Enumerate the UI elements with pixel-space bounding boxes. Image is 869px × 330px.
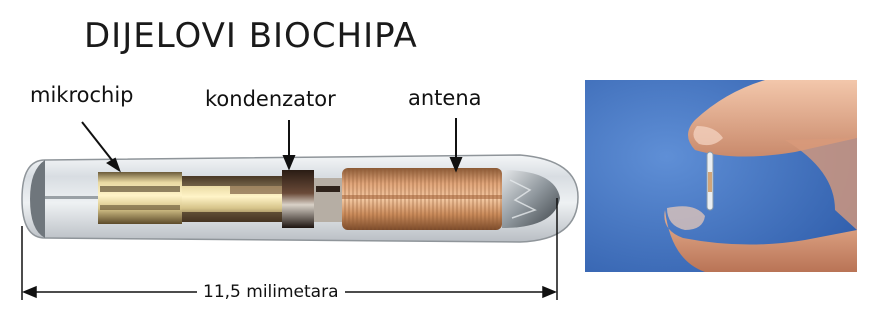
length-label: 11,5 milimetara (197, 282, 345, 302)
capacitor-body (282, 170, 314, 228)
chip-photo (585, 80, 857, 272)
lead-wire (45, 196, 105, 199)
microchip-arrow (82, 122, 115, 164)
microchip-body (98, 172, 182, 224)
capacitor-connector (314, 178, 342, 222)
